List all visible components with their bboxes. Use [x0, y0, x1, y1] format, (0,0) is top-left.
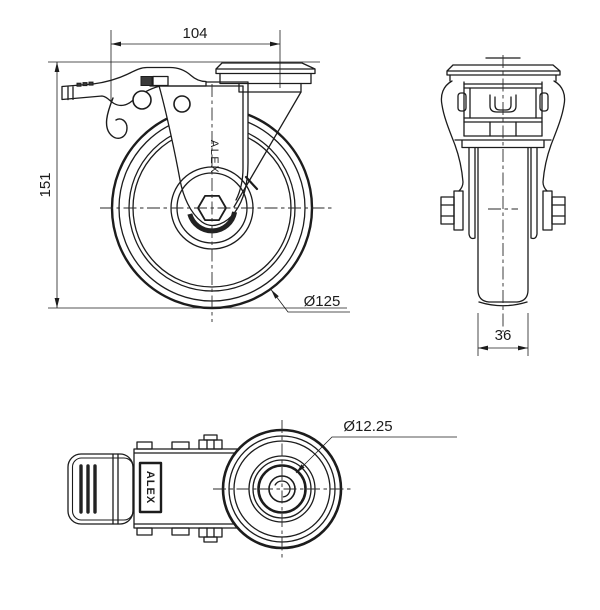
bolt-hole-left — [132, 90, 152, 110]
dim-bolt-hole-label: Ø12.25 — [343, 418, 392, 435]
dimension-bolt-hole-diameter: Ø12.25 — [295, 418, 457, 474]
brake-release-hook — [105, 97, 128, 139]
side-view — [440, 55, 566, 332]
front-view: ALEX — [61, 62, 332, 322]
brand-text-front: ALEX — [208, 140, 220, 174]
dimension-width-104: 104 — [110, 25, 281, 103]
dim-wheel-width-label: 36 — [495, 327, 512, 344]
dim-wheel-diameter-label: Ø125 — [304, 293, 341, 310]
bolt-hole-right — [173, 95, 191, 113]
bolt-hole-ring — [257, 464, 307, 514]
top-plate-front — [215, 62, 316, 93]
caster-body-top — [133, 434, 239, 543]
top-view: ALEX — [67, 420, 351, 558]
axle-bolt-left — [440, 190, 464, 231]
swivel-bolt-bottom — [198, 527, 223, 543]
swivel-bolt-top — [198, 434, 223, 450]
swivel-housing-edge — [233, 91, 302, 208]
top-plate-side — [446, 64, 561, 82]
dimension-height-151: 151 — [37, 61, 347, 309]
swivel-shell-left — [440, 80, 464, 192]
brand-plate-top: ALEX — [138, 461, 163, 514]
dimension-wheel-diameter: Ø125 — [270, 289, 350, 313]
mounting-bracket — [132, 85, 244, 113]
pedal-ridges — [79, 464, 97, 514]
swivel-bracket-side — [454, 81, 552, 149]
axle-bolt-right — [542, 190, 566, 231]
brake-lever-pad — [140, 76, 153, 86]
swivel-shell-right — [542, 80, 566, 192]
brand-text-top: ALEX — [144, 471, 156, 504]
dim-height-label: 151 — [37, 172, 54, 197]
brake-pedal-top — [67, 453, 134, 525]
fork-legs-side — [468, 147, 538, 240]
dimension-wheel-width-36: 36 — [477, 313, 529, 356]
bolt-hole-notch — [274, 480, 291, 498]
dimensions: 104 151 Ø125 36 Ø12.25 — [37, 25, 529, 474]
dim-width-label: 104 — [182, 25, 207, 42]
brake-lever — [61, 66, 207, 139]
